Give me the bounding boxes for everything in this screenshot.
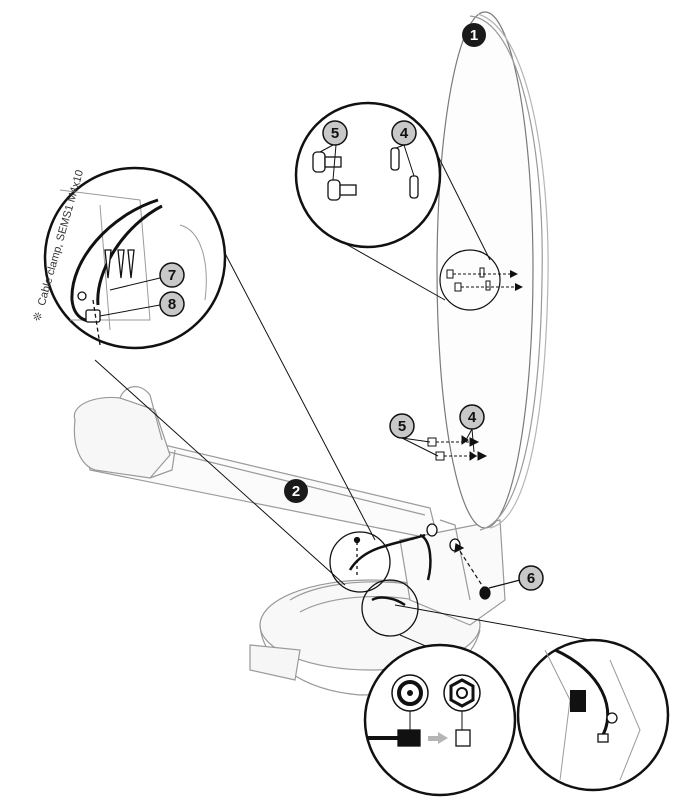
connector-plug-face xyxy=(391,674,429,712)
callout-part-4-detail: 4 xyxy=(391,120,417,146)
svg-text:6: 6 xyxy=(527,570,535,587)
svg-text:7: 7 xyxy=(168,267,176,284)
svg-text:8: 8 xyxy=(168,296,176,313)
detail-screws-circle xyxy=(294,101,442,249)
callout-part-5-detail: 5 xyxy=(322,120,348,146)
connector-socket-face xyxy=(443,674,481,712)
callout-part-8: 8 xyxy=(159,291,185,317)
antenna-assembly xyxy=(73,11,549,696)
callout-step-1: 1 xyxy=(462,23,486,47)
connect-arrow xyxy=(428,732,448,744)
base-locations xyxy=(329,523,461,637)
svg-text:5: 5 xyxy=(331,125,339,142)
leader-lines xyxy=(94,139,591,666)
screw-6-insertion xyxy=(454,543,521,600)
svg-text:4: 4 xyxy=(468,409,477,426)
cable-plug xyxy=(368,729,421,747)
svg-text:4: 4 xyxy=(400,125,409,142)
detail-connectors-circle xyxy=(363,643,517,797)
callout-part-6: 6 xyxy=(518,565,544,591)
screw-5-upper xyxy=(312,151,342,173)
svg-text:5: 5 xyxy=(398,418,406,435)
socket-port xyxy=(455,729,471,747)
dish-lower-screws xyxy=(427,435,488,461)
callout-step-2: 2 xyxy=(284,479,308,503)
callout-part-7: 7 xyxy=(159,262,185,288)
cable-clamp xyxy=(77,291,101,346)
dish-screw-location xyxy=(439,249,523,311)
detail-connected-circle xyxy=(516,638,670,792)
nut-4-lower xyxy=(409,175,419,199)
screw-5-lower xyxy=(327,179,357,201)
nut-4-upper xyxy=(390,147,400,171)
svg-text:2: 2 xyxy=(292,483,300,500)
clamp-symbol: ❊ xyxy=(31,311,45,323)
svg-text:1: 1 xyxy=(470,27,478,44)
callout-part-5: 5 xyxy=(389,413,415,439)
callout-leaders xyxy=(401,428,475,457)
callout-part-4: 4 xyxy=(459,404,485,430)
